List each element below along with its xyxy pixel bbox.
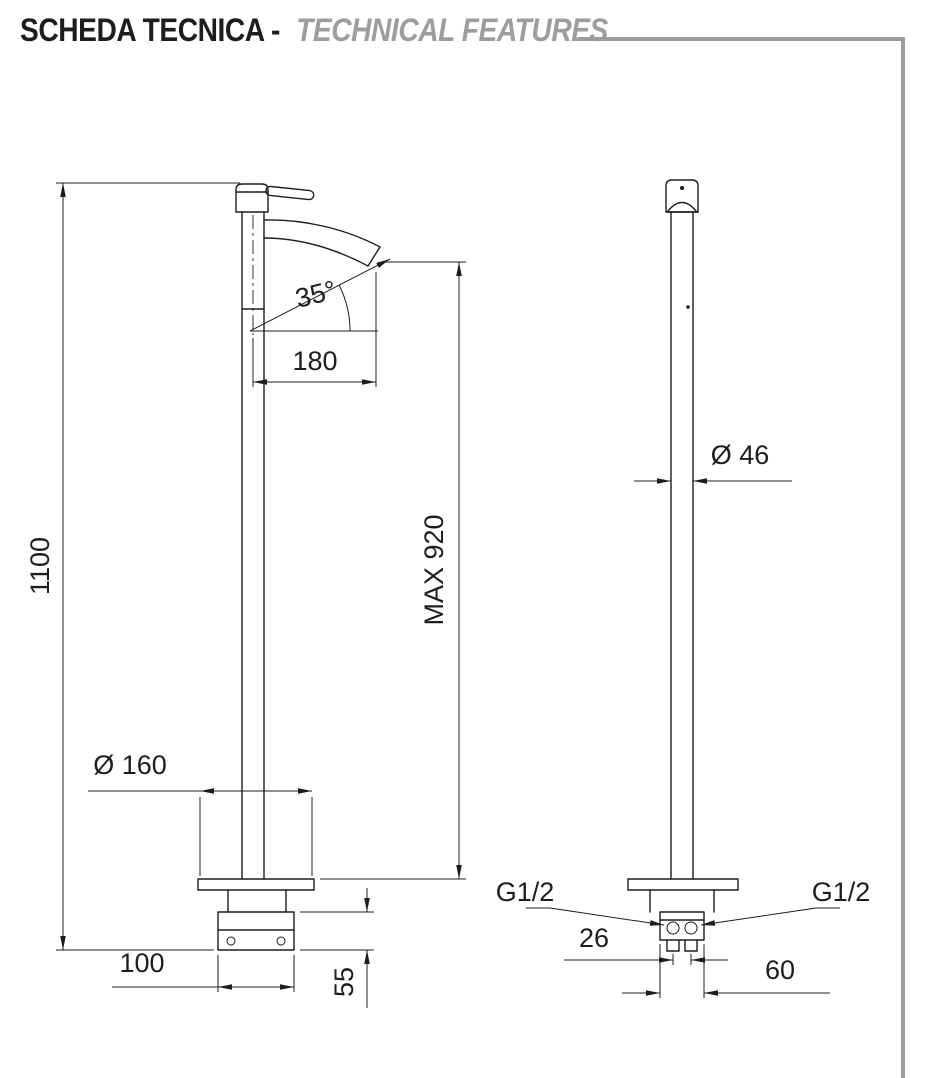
mixer-head <box>235 183 315 213</box>
dim-base-width: 60 <box>622 944 830 998</box>
dim-base-diameter-label: Ø 160 <box>93 750 167 780</box>
dim-max-height: MAX 920 <box>320 261 466 880</box>
dim-max-height-label: MAX 920 <box>419 514 449 625</box>
dim-base-depth-label: 100 <box>119 948 164 978</box>
side-view-drawing: Ø 46 G1/2 G1/2 26 <box>496 179 871 998</box>
dim-inlet-spacing-label: 26 <box>579 923 609 953</box>
dim-base-width-label: 60 <box>765 955 795 985</box>
front-view-drawing: 35° 1100 180 MAX 920 <box>25 182 466 1008</box>
right-border-rule <box>901 37 905 1078</box>
screw-icon <box>276 936 286 946</box>
title-english: TECHNICAL FEATURES <box>296 12 608 48</box>
dim-column-diameter-label: Ø 46 <box>711 440 770 470</box>
index-dot <box>680 186 684 190</box>
riser-column <box>241 211 265 880</box>
dim-base-diameter: Ø 160 <box>88 750 313 876</box>
floor-base <box>197 878 315 951</box>
dim-base-height-label: 55 <box>329 967 359 997</box>
connection-callout-left: G1/2 <box>496 877 665 926</box>
dim-column-diameter: Ø 46 <box>634 440 792 484</box>
dim-spout-projection-label: 180 <box>292 346 337 376</box>
dim-base-depth: 100 <box>112 948 295 992</box>
dim-spout-projection: 180 <box>252 272 377 387</box>
sheet-header: SCHEDA TECNICA - TECHNICAL FEATURES <box>0 0 944 70</box>
header-rule <box>578 37 904 41</box>
dim-base-height: 55 <box>300 888 374 1008</box>
dim-total-height: 1100 <box>25 182 240 951</box>
title-italian: SCHEDA TECNICA - <box>20 12 280 48</box>
lever-handle <box>265 185 315 201</box>
connection-right-label: G1/2 <box>812 877 871 907</box>
dim-spout-angle: 35° <box>249 258 391 332</box>
screw-icon <box>226 936 236 946</box>
riser-column-side <box>670 211 694 880</box>
inlet-port-icon <box>684 921 698 935</box>
dim-spout-angle-label: 35° <box>292 275 339 314</box>
connection-left-label: G1/2 <box>496 877 555 907</box>
floor-base-side <box>627 878 739 952</box>
mixer-head-side <box>665 179 699 213</box>
page-title: SCHEDA TECNICA - TECHNICAL FEATURES <box>20 12 608 49</box>
inlet-port-icon <box>666 921 680 935</box>
dim-total-height-label: 1100 <box>25 537 55 595</box>
dim-inlet-spacing: 26 <box>564 923 728 965</box>
spout <box>263 219 381 267</box>
joint-dot <box>686 305 690 309</box>
connection-callout-right: G1/2 <box>700 877 871 926</box>
